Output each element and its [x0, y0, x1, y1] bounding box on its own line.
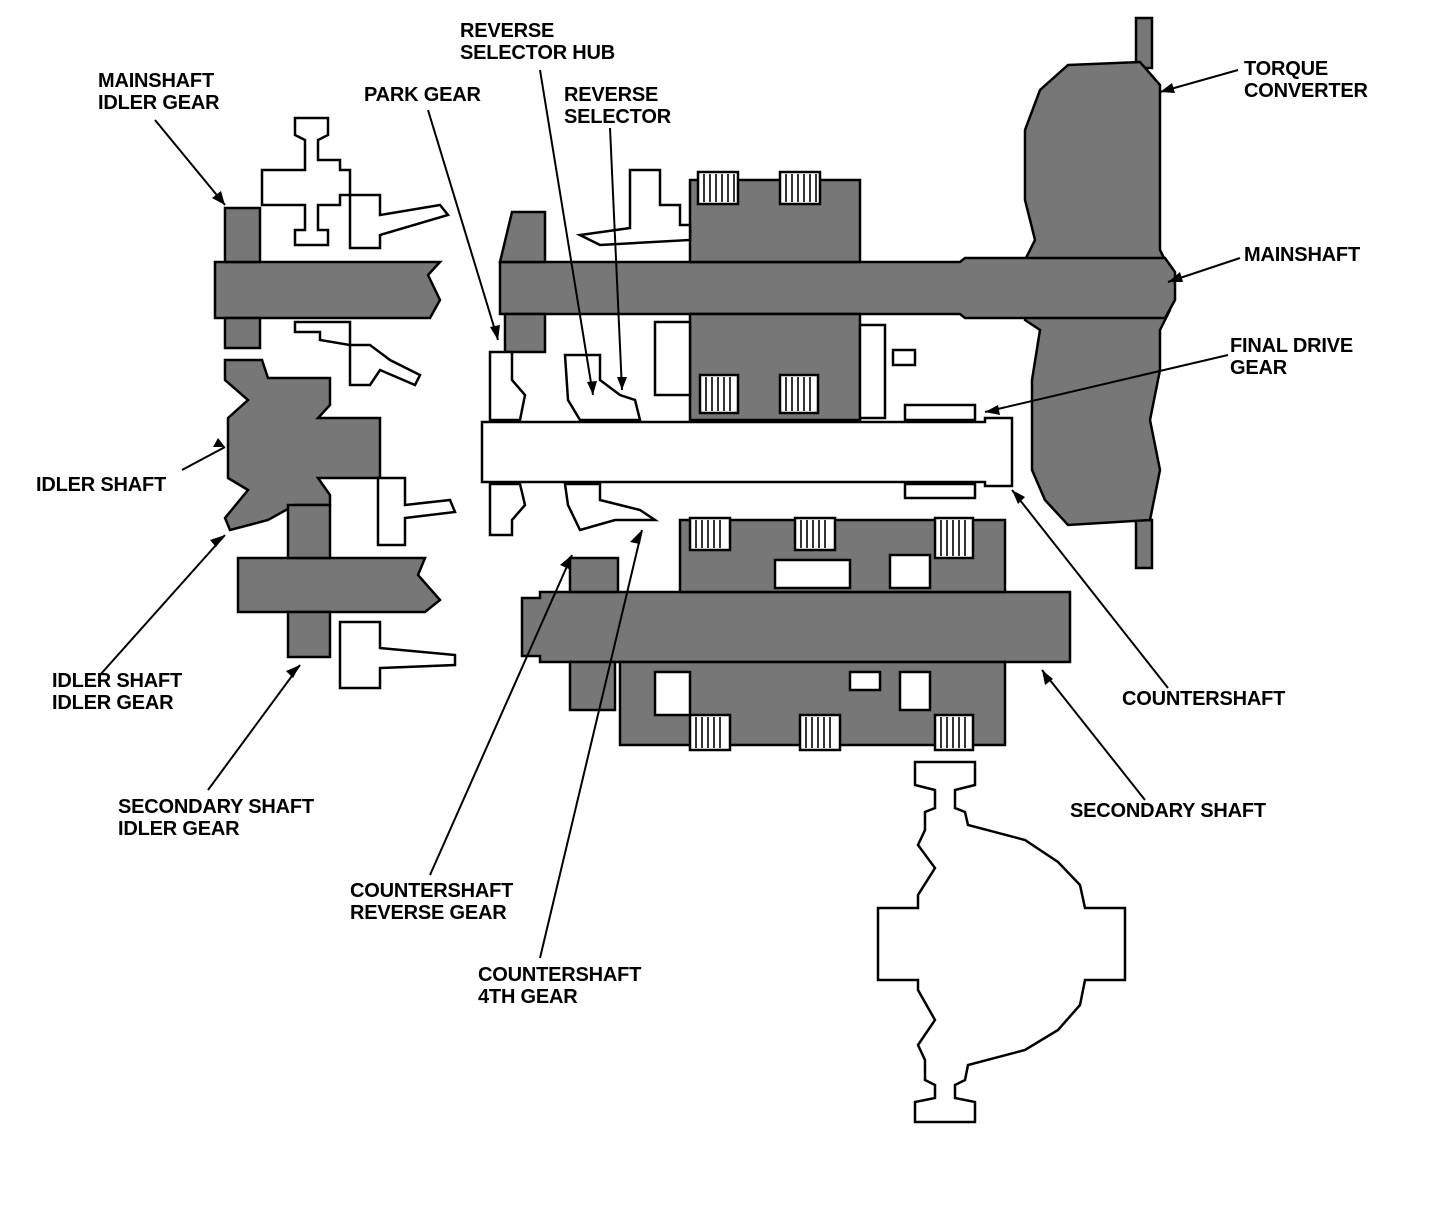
- label-mainshaft: MAINSHAFT: [1244, 244, 1360, 266]
- label-secondary-shaft-idler-gear: SECONDARY SHAFT IDLER GEAR: [118, 796, 314, 840]
- leader-countershaft-reverse-gear: [429, 554, 573, 876]
- leader-reverse-selector: [609, 127, 623, 391]
- leader-reverse-selector-hub: [539, 69, 594, 396]
- secondary-shaft-housing: [653, 553, 932, 717]
- label-countershaft-4th-gear: COUNTERSHAFT 4TH GEAR: [478, 964, 642, 1008]
- leader-countershaft: [1011, 489, 1169, 689]
- mainshaft-bearings-lower: [698, 373, 820, 415]
- label-secondary-shaft: SECONDARY SHAFT: [1070, 800, 1266, 822]
- label-idler-shaft-idler-gear: IDLER SHAFT IDLER GEAR: [52, 670, 183, 714]
- mainshaft-lower-housing: [293, 320, 917, 420]
- label-final-drive-gear: FINAL DRIVE GEAR: [1230, 335, 1353, 379]
- leader-secondary-shaft-idler-gear: [207, 664, 301, 791]
- label-mainshaft-idler-gear: MAINSHAFT IDLER GEAR: [98, 70, 220, 114]
- label-reverse-selector: REVERSE SELECTOR: [564, 84, 671, 128]
- idler-housing: [376, 476, 457, 547]
- secondary-shaft: [520, 518, 1072, 747]
- label-torque-converter: TORQUE CONVERTER: [1244, 58, 1368, 102]
- label-reverse-selector-hub: REVERSE SELECTOR HUB: [460, 20, 616, 64]
- secondary-shaft-left: [236, 503, 457, 690]
- leader-park-gear: [427, 109, 499, 341]
- leader-arrowheads: [210, 83, 1183, 685]
- leader-idler-shaft: [181, 446, 226, 471]
- countershaft: [480, 350, 1014, 537]
- mainshaft-upper-housing: [260, 116, 692, 250]
- differential: [876, 760, 1127, 1124]
- leader-secondary-shaft: [1041, 669, 1146, 801]
- leader-mainshaft-idler-gear: [154, 119, 226, 206]
- mainshaft-bearings-upper: [696, 170, 822, 206]
- secondary-shaft-bearings: [688, 516, 975, 752]
- leader-countershaft-4th-gear: [539, 529, 643, 959]
- leader-lines: [99, 69, 1241, 959]
- label-park-gear: PARK GEAR: [364, 84, 481, 106]
- label-countershaft: COUNTERSHAFT: [1122, 688, 1286, 710]
- label-idler-shaft: IDLER SHAFT: [36, 474, 167, 496]
- label-countershaft-reverse-gear: COUNTERSHAFT REVERSE GEAR: [350, 880, 514, 924]
- leader-final-drive-gear: [984, 354, 1229, 413]
- leader-idler-shaft-idler-gear: [99, 534, 226, 676]
